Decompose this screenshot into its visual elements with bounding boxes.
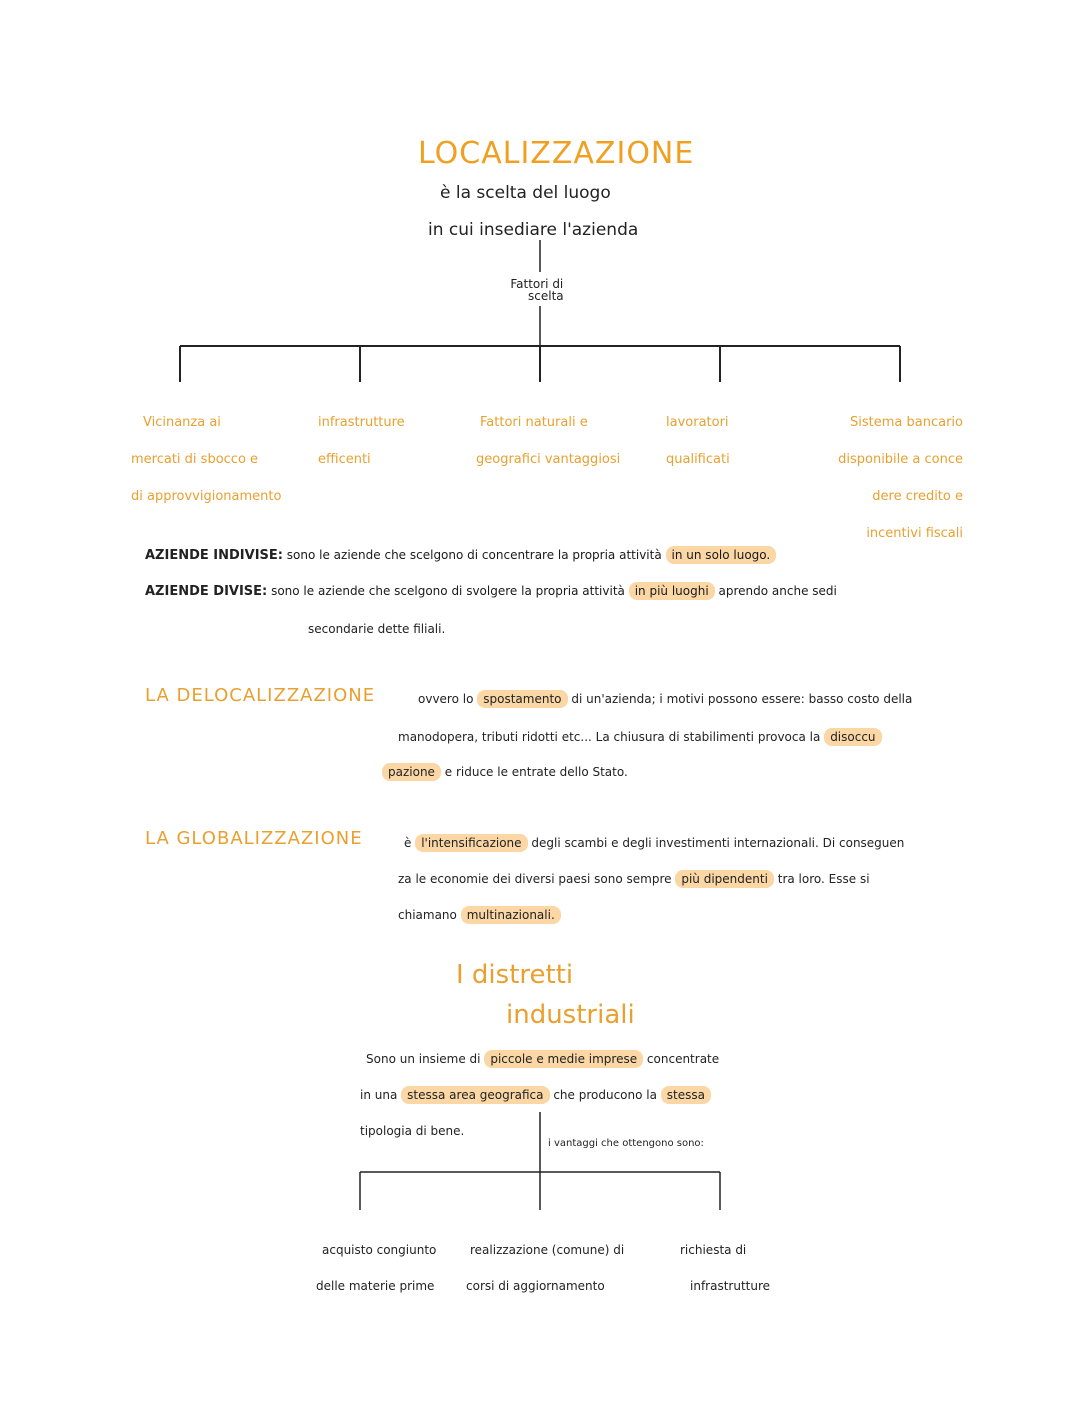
vantaggio-corsi: realizzazione (comune) di corsi di aggio… xyxy=(466,1243,625,1293)
distretti-title-2: industriali xyxy=(506,1000,635,1030)
globalizzazione-line-2: za le economie dei diversi paesi sono se… xyxy=(398,870,870,888)
globalizzazione-heading: LA GLOBALIZZAZIONE xyxy=(145,828,363,849)
factor-lavoratori: lavoratori qualificati xyxy=(666,415,730,467)
globalizzazione-line-3: chiamano multinazionali. xyxy=(398,906,561,924)
delocalizzazione-line-3: pazione e riduce le entrate dello Stato. xyxy=(382,763,628,781)
delocalizzazione-heading: LA DELOCALIZZAZIONE xyxy=(145,685,376,706)
definition-line-1: è la scelta del luogo xyxy=(440,183,611,203)
aziende-divise-cont: secondarie dette filiali. xyxy=(308,622,446,636)
factor-sistema-bancario: Sistema bancario disponibile a conce der… xyxy=(838,415,963,541)
distretti-line-2: in una stessa area geografica che produc… xyxy=(360,1086,711,1104)
vantaggio-acquisto: acquisto congiunto delle materie prime xyxy=(316,1243,437,1293)
distretti-line-1: Sono un insieme di piccole e medie impre… xyxy=(366,1050,720,1068)
vantaggi-label: i vantaggi che ottengono sono: xyxy=(548,1138,704,1149)
factor-fattori-naturali: Fattori naturali e geografici vantaggios… xyxy=(476,415,621,467)
distretti-title-1: I distretti xyxy=(456,960,574,990)
globalizzazione-line-1: è l'intensificazione degli scambi e degl… xyxy=(404,834,905,852)
vantaggio-infrastrutture: richiesta di infrastrutture xyxy=(680,1243,771,1293)
factor-infrastrutture: infrastrutture efficenti xyxy=(318,415,405,467)
page-title: LOCALIZZAZIONE xyxy=(418,136,695,171)
factors-label: Fattori di scelta xyxy=(510,277,564,303)
aziende-indivise: AZIENDE INDIVISE: sono le aziende che sc… xyxy=(145,546,777,564)
delocalizzazione-line-2: manodopera, tributi ridotti etc... La ch… xyxy=(398,728,882,746)
definition-line-2: in cui insediare l'azienda xyxy=(428,220,639,240)
factor-vicinanza: Vicinanza ai mercati di sbocco e di appr… xyxy=(131,415,282,504)
distretti-line-3: tipologia di bene. xyxy=(360,1124,465,1138)
aziende-divise: AZIENDE DIVISE: sono le aziende che scel… xyxy=(145,582,837,600)
delocalizzazione-line-1: ovvero lo spostamento di un'azienda; i m… xyxy=(418,690,913,708)
